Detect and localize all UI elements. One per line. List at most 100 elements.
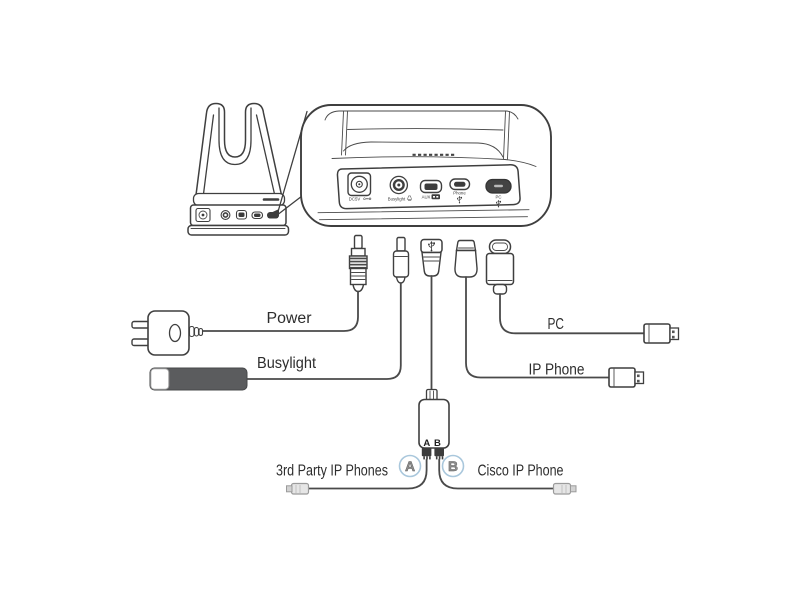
pc-port-label: PC — [496, 195, 502, 200]
plug-busylight — [392, 236, 410, 284]
power-label: Power — [267, 310, 312, 327]
usb-a-connector-pc — [643, 323, 680, 344]
cradle-inner-bowl — [218, 107, 252, 166]
dc-polarity-icon — [363, 197, 372, 201]
base-lid-right-edge — [503, 111, 510, 160]
splitter-port-b — [434, 447, 444, 457]
base-lid-front-edge — [343, 141, 504, 158]
rj-a-lines — [295, 485, 301, 493]
base-front-line-1 — [317, 209, 530, 214]
dc-port-inner — [355, 180, 363, 188]
adapter-prong-top — [131, 320, 150, 329]
phone-plug-head — [455, 239, 477, 252]
callout-arrow — [270, 209, 279, 217]
splitter-box — [418, 398, 450, 449]
cable-power — [202, 290, 359, 332]
callout-a-circle — [398, 454, 422, 478]
power-plug-taper — [352, 284, 365, 293]
splitter-cable-b — [438, 458, 554, 490]
pc-usba-tip — [669, 327, 680, 341]
dc-port-outer — [350, 175, 368, 193]
cisco-label: Cisco IP Phone — [478, 463, 564, 480]
busylight-label: Busylight — [257, 355, 317, 372]
plug-phone — [454, 239, 478, 278]
ip-phone-label: IP Phone — [529, 362, 585, 379]
cradle-outer-frame — [195, 102, 283, 196]
cradle-aux-inner — [238, 212, 245, 217]
adapter-oval — [168, 323, 182, 343]
base-station-rear: DC5V Busylight AUX — [300, 104, 552, 227]
busylight-port-label: Busylight — [388, 197, 406, 202]
base-lid-left-edge — [341, 111, 348, 156]
aux-port-inner — [424, 183, 438, 190]
rj-connector-b — [552, 482, 577, 495]
busylight-plug-taper — [395, 276, 406, 284]
splitter-port-a — [421, 447, 432, 457]
cradle-ports — [195, 207, 279, 223]
aux-badge-icon — [431, 194, 440, 200]
rj-connector-a — [286, 482, 310, 495]
pc-usba-hole — [672, 335, 675, 339]
headset-cradle — [187, 102, 290, 236]
usb-a-connector-ip-phone — [608, 367, 645, 388]
port-phone: Phone — [449, 178, 471, 204]
pc-plug-body — [485, 252, 515, 286]
cradle-aux-port — [235, 209, 248, 220]
cradle-inner-frame-right — [255, 114, 276, 195]
cradle-phone-inner — [254, 213, 261, 217]
busylight-port-ring — [392, 178, 405, 191]
power-plug-collar — [350, 247, 366, 257]
power-plug-body — [349, 267, 367, 286]
rj-b-tip — [570, 485, 577, 493]
pc-usba-hole — [672, 330, 675, 334]
adapter-strain-relief — [188, 325, 204, 338]
busylight-body — [149, 367, 248, 391]
plug-aux — [420, 238, 443, 277]
power-plug-rib — [349, 257, 367, 260]
callout-b-circle — [441, 454, 465, 478]
pc-port-slit — [494, 184, 503, 188]
busylight-plug-body — [392, 250, 410, 278]
power-plug-lines — [351, 272, 366, 280]
busylight-port-outer — [389, 175, 409, 195]
cradle-busylight-port — [220, 210, 231, 220]
plug-power — [348, 234, 368, 293]
aux-port-label: AUX — [422, 195, 431, 200]
dc-port-pin — [358, 183, 361, 186]
cradle-bottom-slab — [187, 224, 290, 236]
pc-plug-head-inner — [492, 242, 508, 251]
ip-usba-body — [608, 367, 636, 388]
aux-plug-lines — [423, 256, 440, 262]
power-adapter — [131, 310, 204, 356]
cradle-inner-frame — [202, 114, 215, 195]
port-busylight: Busylight — [388, 175, 412, 202]
busylight-port-pin — [397, 183, 401, 187]
callout-line-lower — [277, 195, 303, 215]
base-lid-back-edge — [347, 128, 504, 131]
splitter-cable-a — [308, 458, 428, 490]
cradle-busylight-ring — [222, 212, 229, 218]
power-plug-rib — [349, 263, 367, 266]
callout-b-letter: B — [448, 458, 458, 474]
pc-usba-body — [643, 323, 671, 344]
splitter-port-a-label: A — [423, 438, 430, 449]
rj-b-lines — [561, 485, 567, 493]
phone-port-label: Phone — [453, 191, 466, 196]
cable-busylight — [245, 282, 402, 380]
pc-plug-tab — [492, 283, 508, 295]
ip-usba-hole — [637, 374, 640, 378]
dc-port-label: DC5V — [349, 197, 361, 202]
splitter-stub-lines — [429, 390, 434, 400]
busylight-lamp-icon — [407, 195, 412, 201]
cable-pc — [499, 293, 645, 335]
pc-label: PC — [548, 316, 565, 333]
cradle-dc-pin — [201, 213, 205, 217]
port-pc: PC — [485, 178, 512, 208]
base-top-inner-edge — [324, 110, 519, 121]
port-dc: DC5V — [347, 172, 372, 202]
y-splitter: A B — [418, 388, 450, 460]
base-seam — [331, 156, 537, 167]
busylight-device — [149, 367, 248, 391]
ip-usba-tip — [634, 371, 645, 385]
